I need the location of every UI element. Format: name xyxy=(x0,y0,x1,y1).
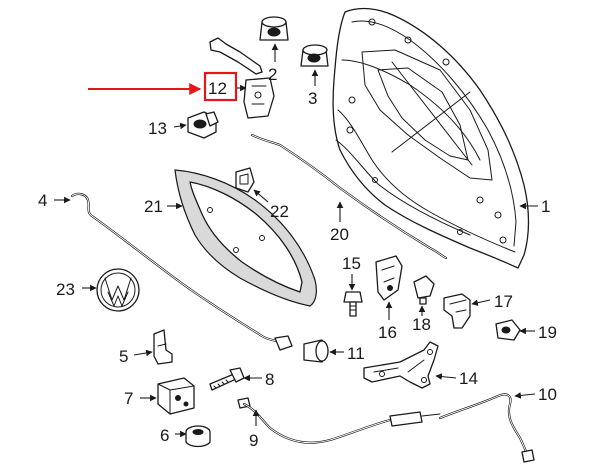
highlight-box xyxy=(203,71,238,102)
bolt-part xyxy=(209,367,245,391)
callout-22: 22 xyxy=(270,202,289,221)
cable-part xyxy=(438,393,535,463)
hood-part xyxy=(332,7,530,269)
bump-stop-lower-part xyxy=(303,339,329,363)
callout-20: 20 xyxy=(330,225,349,244)
callout-labels: 1 2 3 4 5 6 7 8 9 10 11 12 13 14 15 16 1… xyxy=(38,65,557,450)
bracket-17-part xyxy=(443,293,471,329)
callout-17: 17 xyxy=(494,292,513,311)
callout-6: 6 xyxy=(160,426,169,445)
release-cable-part xyxy=(237,397,441,444)
callout-18: 18 xyxy=(412,315,431,334)
highlight-marker xyxy=(88,71,238,102)
callout-7: 7 xyxy=(124,389,133,408)
emblem-part xyxy=(96,268,140,312)
grommet-lower-part xyxy=(185,425,211,448)
hinge-part xyxy=(363,341,439,389)
callout-9: 9 xyxy=(249,431,258,450)
callout-1: 1 xyxy=(541,197,550,216)
grommet-part xyxy=(300,44,329,67)
insulation-pad-part xyxy=(174,169,317,307)
prop-rod-part xyxy=(70,192,293,351)
striker-part xyxy=(153,329,173,365)
callout-5: 5 xyxy=(119,347,128,366)
clip-part xyxy=(187,111,219,139)
callout-15: 15 xyxy=(342,254,361,273)
callout-12: 12 xyxy=(208,79,227,98)
callout-21: 21 xyxy=(144,197,163,216)
seal-strip-part xyxy=(250,133,448,260)
callout-4: 4 xyxy=(38,191,47,210)
latch-part xyxy=(157,377,195,415)
release-bracket-part xyxy=(209,37,275,119)
callout-11: 11 xyxy=(347,344,365,363)
bolt-15-part xyxy=(343,291,363,317)
callout-23: 23 xyxy=(56,280,75,299)
callout-3: 3 xyxy=(308,89,317,108)
callout-14: 14 xyxy=(459,369,478,388)
callout-19: 19 xyxy=(538,323,557,342)
callout-8: 8 xyxy=(265,370,274,389)
callout-13: 13 xyxy=(148,119,167,138)
bump-stop-18-part xyxy=(413,275,435,305)
retainer-clip-part xyxy=(235,167,255,193)
bump-stop-part xyxy=(259,16,289,41)
leader-lines xyxy=(54,43,538,438)
callout-10: 10 xyxy=(538,385,557,404)
callout-16: 16 xyxy=(378,323,397,342)
latch-bracket-part xyxy=(375,255,403,301)
buffer-part xyxy=(495,319,521,341)
callout-2: 2 xyxy=(268,65,277,84)
